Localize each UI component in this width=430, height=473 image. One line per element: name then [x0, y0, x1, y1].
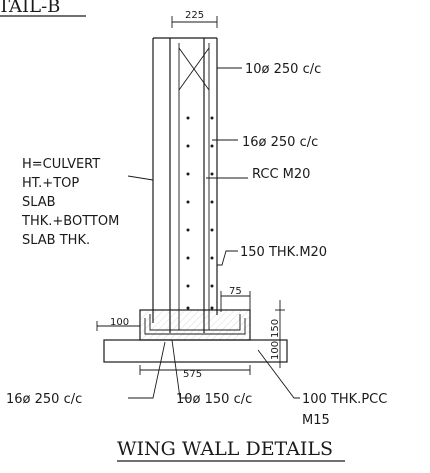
dim-base-length — [139, 365, 251, 375]
pcc-bed — [103, 339, 288, 363]
dim-base-thickness — [275, 300, 285, 368]
height-note-line3: SLAB — [22, 195, 56, 210]
callout-base-bar-left: 16ø 250 c/c — [6, 392, 82, 407]
dim-wall-width-label: 225 — [185, 10, 204, 21]
dim-heel-label: 75 — [229, 286, 242, 297]
callout-pcc-line1: 100 THK.PCC — [302, 392, 387, 407]
height-note-line1: H=CULVERT — [22, 157, 100, 172]
height-note: H=CULVERT HT.+TOP SLAB THK.+BOTTOM SLAB … — [21, 157, 119, 248]
dim-100-label: 100 — [270, 341, 281, 360]
header-fragment: TAIL-B — [0, 0, 60, 17]
height-note-leader — [127, 175, 154, 181]
height-note-line4: THK.+BOTTOM — [21, 214, 119, 229]
leader-base-bar-mid — [171, 339, 190, 399]
leader-pcc — [257, 349, 300, 399]
height-note-line2: HT.+TOP — [22, 176, 79, 191]
dim-heel — [220, 291, 251, 312]
dim-base-length-label: 575 — [183, 369, 202, 380]
leader-base-bar-left — [128, 341, 166, 399]
rebar-dots — [186, 116, 214, 310]
dim-150-label: 150 — [270, 319, 281, 338]
callout-thk-m20: 150 THK.M20 — [240, 245, 327, 260]
leader-thk-m20 — [217, 250, 238, 266]
height-note-line5: SLAB THK. — [22, 233, 90, 248]
callout-base-bar-mid: 10ø 150 c/c — [176, 392, 252, 407]
callout-main-bar: 16ø 250 c/c — [242, 135, 318, 150]
dim-toe-label: 100 — [110, 317, 129, 328]
wall-outline — [152, 37, 218, 333]
callout-top-bar: 10ø 250 c/c — [245, 62, 321, 77]
callout-pcc-line2: M15 — [302, 413, 330, 428]
drawing-title: WING WALL DETAILS — [117, 438, 333, 460]
callout-rcc: RCC M20 — [252, 167, 310, 182]
dim-toe — [96, 321, 140, 331]
base-slab — [139, 309, 251, 341]
dim-wall-width — [171, 16, 218, 28]
